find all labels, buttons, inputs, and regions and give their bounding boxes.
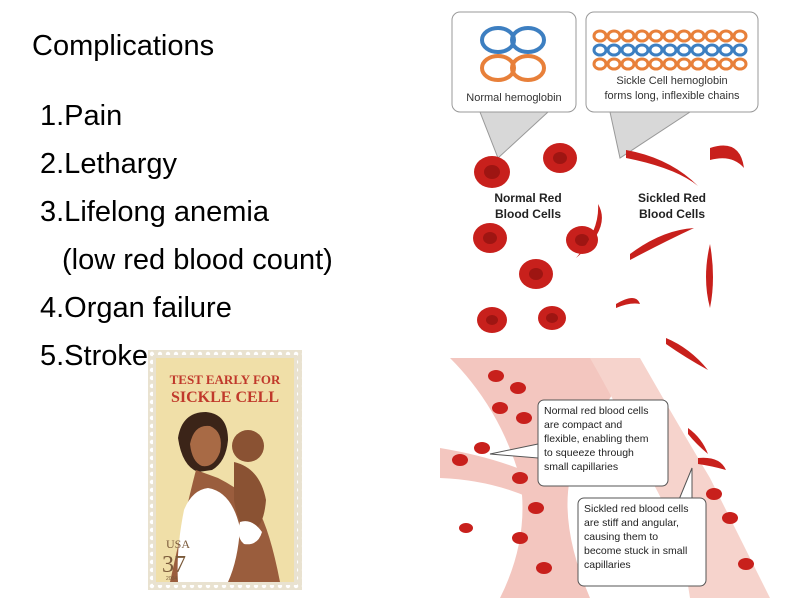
sickle-cell-illustration: Normal hemoglobin Sickle Cell hemoglobin…: [440, 11, 770, 598]
hemoglobin-chain-bead: [704, 43, 720, 57]
hemoglobin-chain-bead: [662, 57, 678, 71]
sickled-cells-label-1: Sickled Red: [638, 191, 706, 205]
hemoglobin-chain-bead: [704, 57, 720, 71]
hemoglobin-chain-bead: [732, 29, 748, 43]
hemoglobin-chain-bead: [704, 29, 720, 43]
hemoglobin-chain-bead: [648, 29, 664, 43]
slide-title: Complications: [32, 30, 215, 62]
stamp-country: USA: [166, 537, 190, 551]
sickle-hemoglobin-label-1: Sickle Cell hemoglobin: [616, 75, 727, 87]
sickled-cells-callout: Sickled red blood cells are stiff and an…: [577, 467, 707, 587]
hemoglobin-chain-bead: [592, 43, 608, 57]
stamp-year: 2004: [166, 576, 177, 582]
svg-text:Normal red blood cells a: Normal red blood cells are compact and f…: [544, 405, 651, 473]
complications-list: 1.Pain 2.Lethargy 3.Lifelong anemia (low…: [40, 92, 333, 380]
stamp-headline-1: TEST EARLY FOR: [170, 372, 281, 387]
hemoglobin-chain-bead: [620, 43, 636, 57]
sickle-hemoglobin-label-2: forms long, inflexible chains: [604, 90, 740, 102]
callout-normal-line: to squeeze through: [544, 447, 634, 459]
hemoglobin-chain-bead: [690, 57, 706, 71]
hemoglobin-chain-bead: [662, 43, 678, 57]
list-item: 4.Organ failure: [40, 292, 232, 324]
hemoglobin-chain-bead: [648, 57, 664, 71]
list-item: 1.Pain: [40, 100, 123, 132]
hemoglobin-chain-bead: [648, 43, 664, 57]
hemoglobin-chain-bead: [634, 43, 650, 57]
hemoglobin-chain-bead: [592, 29, 608, 43]
sickled-cells-label-2: Blood Cells: [639, 207, 705, 221]
hemoglobin-chain-bead: [606, 29, 622, 43]
hemoglobin-chain-bead: [634, 29, 650, 43]
sickle-hemoglobin-chains: [592, 29, 748, 71]
sickle-cell-stamp: TEST EARLY FOR SICKLE CELL USA 37 2004: [148, 350, 302, 590]
hemoglobin-chain-bead: [718, 29, 734, 43]
hemoglobin-chain-bead: [634, 57, 650, 71]
hemoglobin-chain-bead: [676, 43, 692, 57]
normal-hemoglobin-molecule: [480, 26, 546, 82]
hemoglobin-chain-bead: [620, 57, 636, 71]
hemoglobin-chain-bead: [690, 29, 706, 43]
hemoglobin-chain-bead: [592, 57, 608, 71]
hemoglobin-chain-bead: [718, 43, 734, 57]
hemoglobin-chain-bead: [620, 29, 636, 43]
hemoglobin-chain-bead: [662, 29, 678, 43]
list-item: 5.Stroke: [40, 340, 148, 372]
hemoglobin-chain-bead: [718, 57, 734, 71]
callout-sickled-line: Sickled red blood cells: [584, 503, 688, 515]
callout-sickled-line: capillaries: [584, 559, 631, 571]
hemoglobin-chain-bead: [732, 43, 748, 57]
list-item: 3.Lifelong anemia: [40, 196, 269, 228]
normal-red-blood-cells: [473, 143, 598, 333]
callout-sickled-line: are stiff and angular,: [584, 517, 679, 529]
vessel-red-blood-cells: [452, 370, 754, 574]
hemoglobin-chain-bead: [606, 43, 622, 57]
list-item: 2.Lethargy: [40, 148, 178, 180]
hemoglobin-chain-bead: [676, 57, 692, 71]
list-item: (low red blood count): [62, 244, 333, 276]
stamp-value: 37: [162, 552, 186, 578]
callout-sickled-line: become stuck in small: [584, 545, 687, 557]
callout-sickled-line: causing them to: [584, 531, 658, 543]
normal-cells-label-2: Blood Cells: [495, 207, 561, 221]
mother-and-baby-illustration: [170, 412, 280, 582]
hemoglobin-chain-bead: [690, 43, 706, 57]
callout-normal-line: small capillaries: [544, 461, 618, 473]
normal-hemoglobin-label: Normal hemoglobin: [466, 92, 561, 104]
stamp-headline-2: SICKLE CELL: [171, 389, 279, 406]
normal-cells-label-1: Normal Red: [494, 191, 561, 205]
hemoglobin-chain-bead: [732, 57, 748, 71]
callout-normal-line: flexible, enabling them: [544, 433, 649, 445]
sickled-red-blood-cells: [576, 145, 744, 370]
callout-normal-line: are compact and: [544, 419, 622, 431]
svg-text:Sickled red blood cells: Sickled red blood cells are stiff and an…: [584, 503, 691, 571]
hemoglobin-chain-bead: [676, 29, 692, 43]
callout-normal-line: Normal red blood cells: [544, 405, 648, 417]
normal-cells-callout: Normal red blood cells are compact and f…: [489, 399, 669, 487]
hemoglobin-chain-bead: [606, 57, 622, 71]
